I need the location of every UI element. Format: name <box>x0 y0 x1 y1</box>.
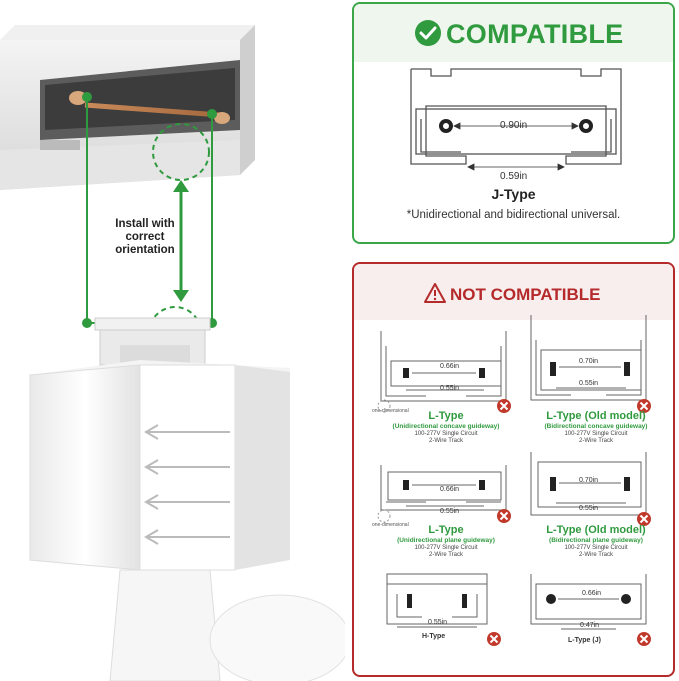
lamp-neck <box>109 569 345 681</box>
item2-spec2: 2-Wire Track <box>578 438 613 444</box>
item4-spec2: 2-Wire Track <box>578 552 613 558</box>
item4-dim-top: 0.70in <box>579 477 599 484</box>
item2-type: L-Type (Old model) <box>546 410 646 422</box>
track-adapter-illustration <box>0 25 345 681</box>
install-instruction: Install with correct orientation <box>105 218 185 257</box>
item3-type: L-Type <box>428 524 464 536</box>
item3-extra: one-dimensional <box>372 522 409 528</box>
item3-sub: (Unidirectional plane guideway) <box>397 537 495 544</box>
item2-sub: (Bidirectional concave guideway) <box>544 423 648 430</box>
item1-spec1: 100-277V Single Circuit <box>414 431 478 437</box>
adapter-body <box>29 360 290 571</box>
item2-dim-bottom: 0.55in <box>579 380 599 387</box>
l-type-concave-diagram <box>377 331 511 413</box>
install-line-2: correct <box>125 231 165 243</box>
not-compatible-title: NOT COMPATIBLE <box>450 285 601 304</box>
compatible-header <box>354 4 673 62</box>
adapter-head <box>94 317 211 366</box>
compatible-panel: COMPATIBLE 0.90in 0.59in J-Type *Unidire… <box>352 2 675 244</box>
j-type-dim-top: 0.90in <box>500 120 528 131</box>
item1-type: L-Type <box>428 410 464 422</box>
j-type-label: J-Type <box>491 186 536 202</box>
j-type-dim-bottom: 0.59in <box>500 171 528 182</box>
item1-extra: one-dimensional <box>372 408 409 414</box>
item4-dim-bottom: 0.55in <box>579 505 599 512</box>
item3-dim-bottom: 0.55in <box>440 508 460 515</box>
item2-dim-top: 0.70in <box>579 358 599 365</box>
item3-spec: 100-277V Single Circuit 2-Wire Track <box>376 545 516 559</box>
item1-dim-bottom: 0.55in <box>440 385 460 392</box>
not-compatible-header <box>354 264 673 320</box>
item5-dim-bottom: 0.55in <box>428 619 448 626</box>
l-type-old-plane-diagram <box>530 452 651 526</box>
item2-spec: 100-277V Single Circuit 2-Wire Track <box>526 431 666 445</box>
item3-spec1: 100-277V Single Circuit <box>414 545 478 551</box>
item4-spec1: 100-277V Single Circuit <box>564 545 628 551</box>
compatible-title: COMPATIBLE <box>446 19 624 49</box>
warning-icon <box>424 283 446 303</box>
check-circle-icon <box>415 20 441 46</box>
item5-type: H-Type <box>422 633 446 640</box>
item1-sub: (Unidirectional concave guideway) <box>392 423 500 430</box>
h-type-diagram <box>386 573 501 646</box>
l-type-j-diagram <box>530 574 651 646</box>
item2-spec1: 100-277V Single Circuit <box>564 431 628 437</box>
item1-spec: 100-277V Single Circuit 2-Wire Track <box>376 431 516 445</box>
item6-type: L-Type (J) <box>568 637 601 644</box>
item1-dim-top: 0.66in <box>440 363 460 370</box>
l-type-old-concave-diagram <box>530 315 651 413</box>
compatible-note: *Unidirectional and bidirectional univer… <box>406 209 621 221</box>
item4-type: L-Type (Old model) <box>546 524 646 536</box>
track-rail <box>0 25 255 190</box>
item6-dim-top: 0.66in <box>582 590 602 597</box>
item4-spec: 100-277V Single Circuit 2-Wire Track <box>526 545 666 559</box>
not-compatible-panel: NOT COMPATIBLE 0.66in 0.55in one-dimensi… <box>352 262 675 677</box>
install-line-1: Install with <box>115 218 175 230</box>
l-type-plane-diagram <box>377 465 511 523</box>
item4-sub: (Bidirectional plane guideway) <box>549 537 643 544</box>
j-type-track-diagram <box>410 68 622 171</box>
item1-spec2: 2-Wire Track <box>428 438 463 444</box>
install-line-3: orientation <box>115 244 175 256</box>
item6-dim-bottom: 0.47in <box>580 622 600 629</box>
item3-dim-top: 0.66in <box>440 486 460 493</box>
item3-spec2: 2-Wire Track <box>428 552 463 558</box>
